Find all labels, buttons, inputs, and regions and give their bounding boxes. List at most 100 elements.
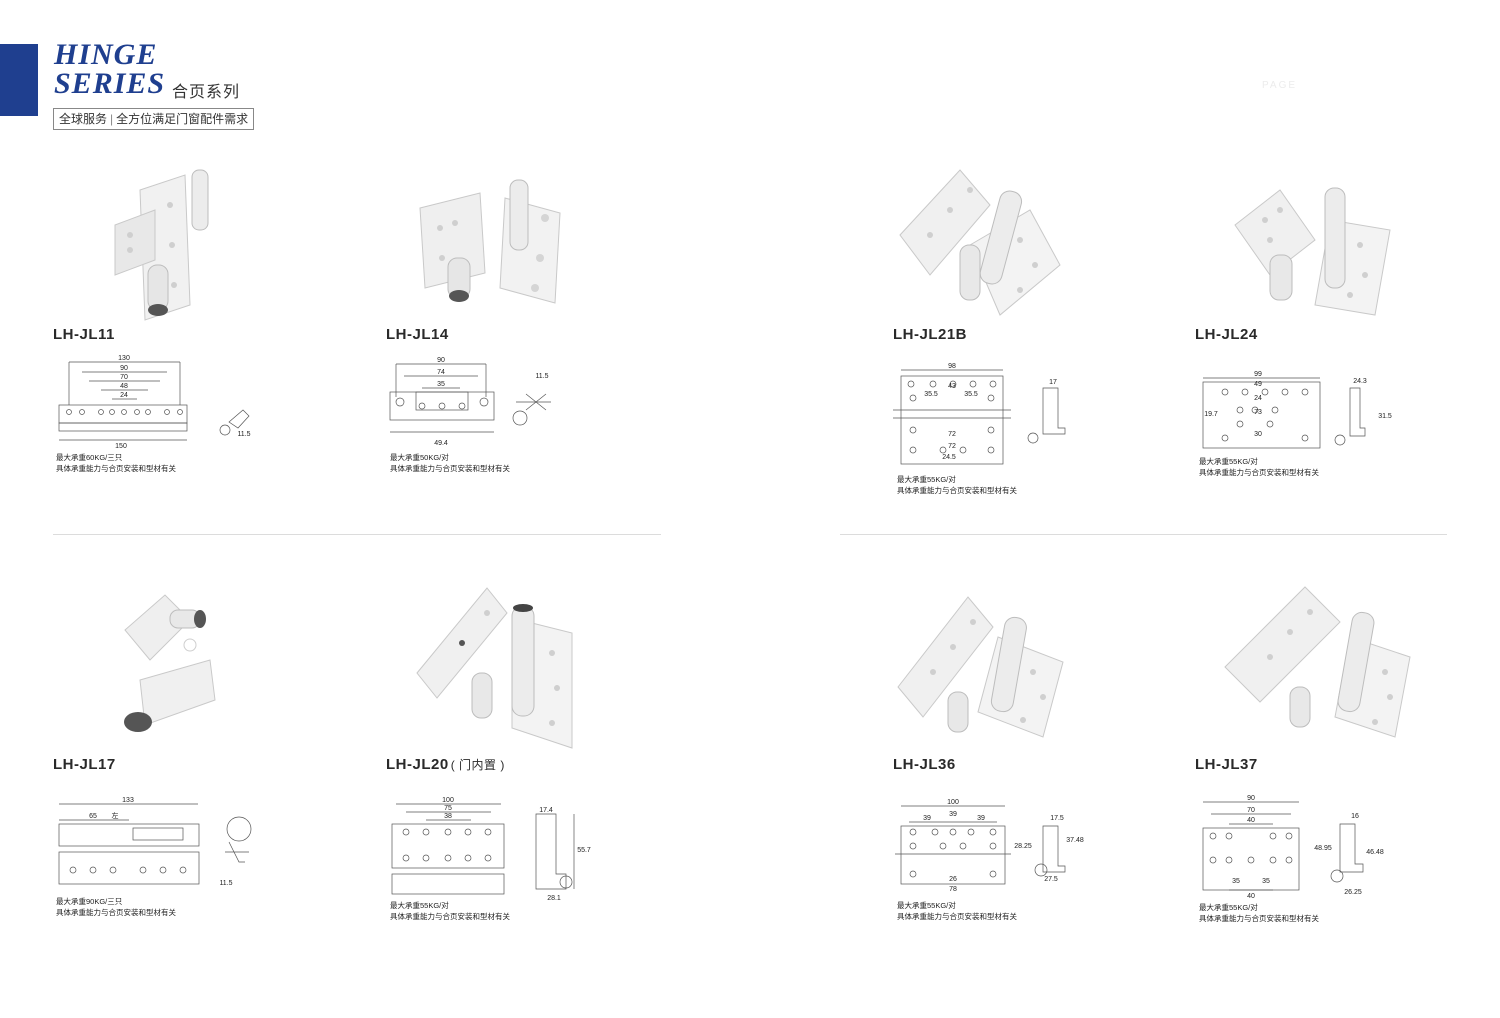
dim-label: 73 [1254,409,1262,416]
dim-label: 38 [444,813,452,820]
watermark: PAGE [1262,80,1298,91]
dim-label: 130 [118,355,130,362]
load-remark: 具体承重能力与合页安装和型材有关 [1199,914,1319,923]
dim-label: 11.5 [219,880,232,887]
dim-label: 35 [437,381,445,388]
load-remark: 具体承重能力与合页安装和型材有关 [897,486,1017,495]
load-capacity: 最大承重55KG/对 [897,901,956,910]
load-remark: 具体承重能力与合页安装和型材有关 [390,912,510,921]
hinge-photo [1224,586,1411,738]
dim-label: 78 [949,886,957,893]
divider-left [53,534,661,535]
technical-drawing: 130 90 70 48 24 150 11.5 [58,355,251,450]
technical-drawing: 90 70 40 35 35 40 16 48.95 46.48 26.25 [1202,795,1384,900]
dim-label: 49.4 [434,440,448,447]
dim-label: 31.5 [1378,413,1392,420]
load-remark: 具体承重能力与合页安装和型材有关 [56,908,176,917]
model-name: LH-JL20( 门内置 ) [386,756,505,773]
model-code: LH-JL20 [386,756,449,773]
model-name: LH-JL14 [386,326,449,343]
dim-label: 90 [120,365,128,372]
dim-label: 72 [948,431,956,438]
dim-label: 19.7 [1204,411,1218,418]
dim-label: 35 [1232,878,1240,885]
dim-label: 48.95 [1314,845,1332,852]
dim-label: 99 [1254,371,1262,378]
technical-drawing: 90 74 35 49.4 11.5 [389,357,551,447]
technical-drawing: 99 49 24 73 30 19.7 24.3 31.5 [1202,371,1392,449]
dim-label: 48 [120,383,128,390]
load-capacity: 最大承重55KG/对 [1199,903,1258,912]
hinge-photo [899,169,1061,316]
model-note: ( 门内置 ) [450,758,505,772]
dim-label: 90 [437,357,445,364]
dim-label: 39 [977,815,985,822]
dim-label: 49 [1254,381,1262,388]
technical-drawing: 100 39 39 39 26 78 17.5 28.25 37.48 27.5 [895,799,1084,893]
dim-label: 72 [948,443,956,450]
hinge-photo [419,179,561,304]
dim-label: 17 [1049,379,1057,386]
technical-drawing: 98 43 35.5 35.5 72 72 24.5 17 [893,363,1066,465]
page-title-cn: 合页系列 [172,84,241,101]
hinge-photo [124,594,216,732]
dim-label: 24.3 [1353,378,1367,385]
hinge-photo [897,596,1064,738]
dim-label: 左 [112,811,119,820]
load-note: 最大承重60KG/三只 具体承重能力与合页安装和型材有关 [56,452,176,474]
accent-bar [0,44,38,116]
divider-right [840,534,1447,535]
dim-label: 100 [947,799,959,806]
model-name: LH-JL36 [893,756,956,773]
dim-label: 24 [120,392,128,399]
load-capacity: 最大承重50KG/对 [390,453,449,462]
load-remark: 具体承重能力与合页安装和型材有关 [56,464,176,473]
tagline-part-2: 全方位满足门窗配件需求 [116,112,249,126]
dim-label: 28.1 [547,895,561,902]
technical-drawing: 133 65 左 11.5 [58,797,252,887]
dim-label: 27.5 [1044,876,1058,883]
dim-label: 43 [948,383,956,390]
load-remark: 具体承重能力与合页安装和型材有关 [1199,468,1319,477]
dim-label: 75 [444,805,452,812]
dim-label: 35.5 [924,391,938,398]
dim-label: 16 [1351,813,1359,820]
load-note: 最大承重50KG/对 具体承重能力与合页安装和型材有关 [390,452,510,474]
title-line-1: HINGE [54,38,158,71]
dim-label: 26 [949,876,957,883]
dim-label: 37.48 [1066,837,1084,844]
load-capacity: 最大承重55KG/对 [1199,457,1258,466]
hinge-photo [1234,187,1391,316]
dim-label: 35.5 [964,391,978,398]
dim-label: 55.7 [577,847,591,854]
load-capacity: 最大承重55KG/对 [897,475,956,484]
model-name: LH-JL21B [893,326,968,343]
dim-label: 100 [442,797,454,804]
load-note: 最大承重90KG/三只 具体承重能力与合页安装和型材有关 [56,896,176,918]
page-title: HINGE SERIES [54,38,166,100]
load-note: 最大承重55KG/对 具体承重能力与合页安装和型材有关 [1199,456,1319,478]
dim-label: 39 [923,815,931,822]
tagline-part-1: 全球服务 [59,112,108,126]
dim-label: 133 [122,797,134,804]
dim-label: 90 [1247,795,1255,802]
load-remark: 具体承重能力与合页安装和型材有关 [390,464,510,473]
tagline: 全球服务|全方位满足门窗配件需求 [53,108,255,130]
dim-label: 98 [948,363,956,370]
dim-label: 46.48 [1366,849,1384,856]
title-line-2: SERIES [54,67,166,100]
load-remark: 具体承重能力与合页安装和型材有关 [897,912,1017,921]
dim-label: 70 [1247,807,1255,814]
dim-label: 65 [89,813,97,820]
dim-label: 17.4 [539,807,553,814]
technical-drawing: 100 75 38 17.4 55.7 28.1 [391,797,591,902]
dim-label: 40 [1247,817,1255,824]
dim-label: 74 [437,369,445,376]
dim-label: 24 [1254,395,1262,402]
hinge-photo [114,169,209,321]
load-capacity: 最大承重60KG/三只 [56,453,123,462]
dim-label: 11.5 [237,431,250,438]
dim-label: 26.25 [1344,889,1362,896]
load-capacity: 最大承重90KG/三只 [56,897,123,906]
dim-label: 11.5 [535,373,548,380]
